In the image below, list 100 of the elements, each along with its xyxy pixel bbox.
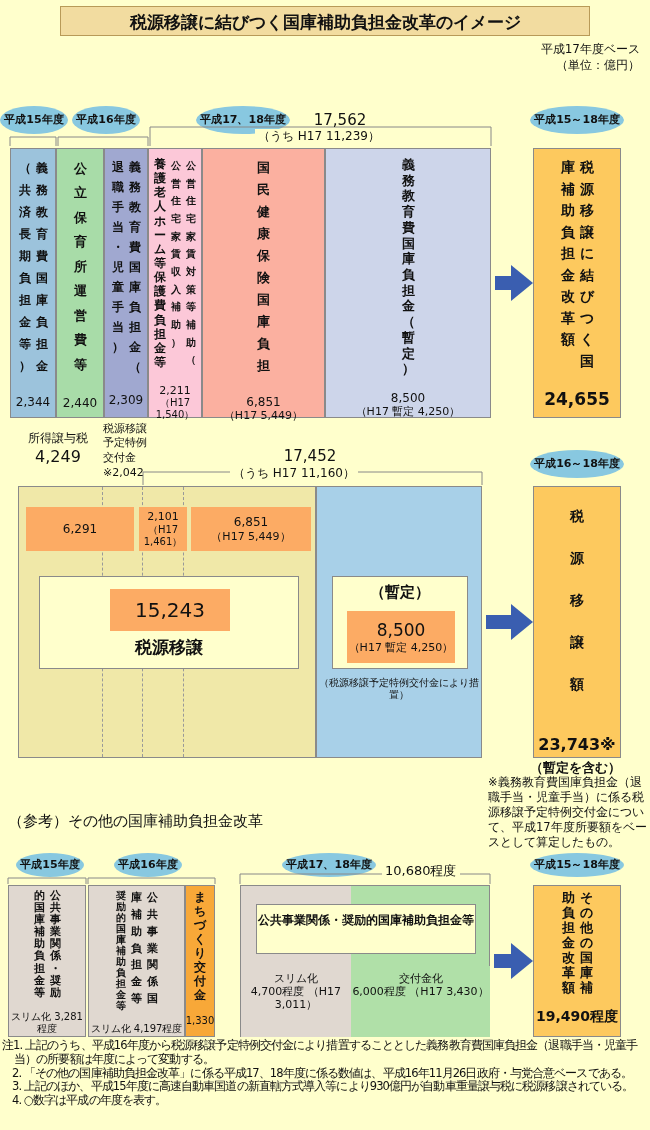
amount-label: 1,330 <box>185 1015 215 1027</box>
panel-label: 公共事業関係・奨励的国庫補助負担金等 <box>258 913 474 928</box>
column-label: 義務教育費国庫負担金（暫定） <box>400 157 416 379</box>
total-box <box>533 148 621 418</box>
budget-column <box>148 148 202 418</box>
footnote: 注1. 上記のうち、平成16年度から税源移譲予定特例交付金により措置することとした義務教育費国庫負担金（退職手当・児童手当）の所要額は年度によって変動する。 <box>2 1039 639 1067</box>
amount-label: 2,309 <box>108 393 144 408</box>
panel-label: （税源移譲予定特例交付金により措置） <box>318 677 480 701</box>
column-label: 義務教育費国庫負担金（共済長期負担金等） <box>17 160 49 375</box>
panel <box>240 885 490 1037</box>
arrow <box>486 604 533 640</box>
column-label: 奨励的国庫補助負担金等 <box>114 890 127 1013</box>
panel-label: 税源移譲 <box>135 637 203 658</box>
label-box <box>332 576 468 669</box>
label-box <box>39 576 299 669</box>
note-label: （H17 5,449） <box>211 529 291 543</box>
panel-label: 交付金化 <box>398 972 443 986</box>
amount-box <box>347 611 455 663</box>
column-label: 国民健康保険国庫負担 <box>256 159 271 375</box>
year-label: 平成17、18年度 <box>200 113 286 127</box>
column-label: 税源移譲額 <box>569 507 585 694</box>
year-label: 平成16年度 <box>76 113 136 127</box>
amount-label: 23,743※ <box>538 735 616 755</box>
amount-box <box>139 507 187 551</box>
column-label: 義務教育費国庫負担金（退職手当・児童手当） <box>110 159 142 376</box>
year-badge <box>114 853 182 877</box>
year-label: 平成15～18年度 <box>534 113 620 127</box>
total-box <box>533 486 621 758</box>
amount-label: 6,851 <box>246 395 281 410</box>
label-box <box>256 904 476 954</box>
amount-label: 6,291 <box>62 521 98 537</box>
year-badge <box>72 106 140 134</box>
note-label: （H17 暫定 4,250） <box>355 405 461 419</box>
column-label: 公共事業関係国庫補助負担金等 <box>129 890 159 1008</box>
total-box <box>533 885 621 1037</box>
note-label: （H17 5,449） <box>223 409 304 423</box>
budget-column <box>185 885 215 1037</box>
note-label: 4,700程度 （H17 3,011） <box>249 985 343 1012</box>
arrow <box>494 943 533 979</box>
column-label: まちづくり交付金 <box>193 890 207 1004</box>
year-label: 平成16年度 <box>118 858 178 872</box>
budget-column <box>88 885 185 1037</box>
amount-label: 6,851 <box>233 515 269 530</box>
note-label: （H17 1,461） <box>142 523 184 548</box>
panel-section <box>351 966 490 1037</box>
amount-label: 8,500 <box>376 620 426 641</box>
year-badge <box>0 106 68 134</box>
amount-label: 2,344 <box>15 395 51 410</box>
total-amount: 10,680程度 <box>382 863 460 880</box>
panel <box>18 486 316 758</box>
total-amount: 17,562 <box>312 111 368 131</box>
year-badge <box>16 853 84 877</box>
amount-note: （暫定を含む） <box>528 759 622 776</box>
amount-label: 2,440 <box>62 396 98 411</box>
note-label: （H17 暫定 4,250） <box>348 640 454 654</box>
budget-column <box>104 148 148 418</box>
section-heading: （参考）その他の国庫補助負担金改革 <box>8 812 264 832</box>
category-label: 所得譲与税 <box>27 431 89 447</box>
column-label: 税源移譲に結びつく国庫補助負担金改革額 <box>559 158 595 371</box>
amount-box <box>110 589 230 631</box>
unit-note: （単位：億円） <box>555 58 640 74</box>
arrow <box>495 265 533 301</box>
amount-label: 4,249 <box>34 447 82 468</box>
unit-note: 平成17年度ベース <box>539 42 640 58</box>
amount-box <box>26 507 134 551</box>
panel-label: （暫定） <box>370 583 430 601</box>
amount-label: 8,500 <box>390 391 426 406</box>
budget-column <box>10 148 56 418</box>
amount-label: スリム化 3,281程度 <box>10 1010 84 1035</box>
footnote: 2. 「その他の国庫補助負担金改革」に係る平成17、18年度に係る数値は、平成16年11月26日政府・与党合意ベースである。 <box>11 1066 633 1080</box>
year-label: 平成17、18年度 <box>286 858 372 872</box>
budget-column <box>56 148 104 418</box>
amount-label: 2,211 <box>159 384 191 398</box>
note-label: （H17 1,540） <box>154 397 196 422</box>
year-label: 平成15年度 <box>4 113 64 127</box>
amount-label: 24,655 <box>544 389 610 410</box>
amount-label: 15,243 <box>135 598 205 622</box>
column-label: 公立保育所運営費等 <box>72 160 88 374</box>
amount-box <box>191 507 311 551</box>
total-amount: 17,452 <box>282 447 338 467</box>
column-label: 養護老人ホーム等保護費負担金等 <box>153 157 167 371</box>
budget-column <box>8 885 86 1037</box>
year-label: 平成15～18年度 <box>534 858 620 872</box>
title: 税源移譲に結びつく国庫補助負担金改革のイメージ <box>60 6 590 36</box>
year-label: 平成15年度 <box>20 858 80 872</box>
amount-label: 19,490程度 <box>536 1008 618 1025</box>
budget-column <box>325 148 491 418</box>
note-label: 6,000程度 （H17 3,430） <box>352 985 489 999</box>
panel <box>316 486 482 758</box>
footnote: 4. ○数字は平成の年度を表す。 <box>11 1094 168 1108</box>
footnote: 3. 上記のほか、平成15年度に高速自動車国道の新直轄方式導入等により930億円が自動車重量譲与税に税源移譲されている。 <box>11 1080 635 1094</box>
sub-amount: （うち H17 11,160） <box>230 466 358 482</box>
footnote: ※義務教育費国庫負担金（退職手当・児童手当）に係る税源移譲予定特例交付金について、平成17年度所要額をベースとして算定したもの。 <box>488 775 648 850</box>
panel-label: スリム化 <box>274 972 318 986</box>
column-label: 公共事業関係・奨励的国庫補助負担金等 <box>32 890 62 1001</box>
column-label: その他の国庫補助負担金改革額 <box>560 890 594 997</box>
amount-label: ※2,042 <box>103 466 145 481</box>
amount-label: 2,101 <box>147 510 179 524</box>
amount-label: スリム化 4,197程度 <box>90 1023 183 1035</box>
year-label: 平成16～18年度 <box>534 457 620 471</box>
